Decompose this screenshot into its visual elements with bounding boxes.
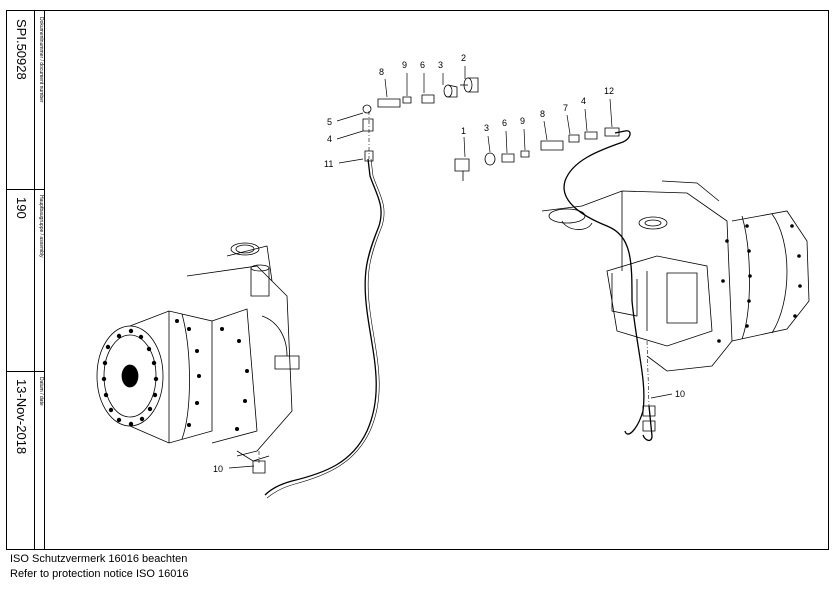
- date-label: Datum / date: [38, 377, 44, 406]
- left-motor-bolts: [101, 319, 249, 431]
- callout-1: 1: [461, 126, 466, 136]
- callout-3: 3: [438, 60, 443, 70]
- protection-notice-german: ISO Schutzvermerk 16016 beachten: [10, 553, 188, 565]
- leader-lines: [228, 66, 673, 469]
- callout-5: 5: [327, 117, 332, 127]
- exploded-view-drawing: 2 3 6 9 8 5 4 11 1 3 6 9 8 7 4 12 10 10: [96, 53, 810, 499]
- fittings-row-upper: [362, 77, 479, 162]
- callout-11: 11: [324, 159, 333, 169]
- callout-6: 6: [502, 118, 507, 128]
- assembly-number: 190: [14, 197, 29, 219]
- callout-10: 10: [213, 464, 223, 474]
- callout-3: 3: [484, 123, 489, 133]
- date: 13-Nov-2018: [14, 379, 29, 455]
- hydraulic-lines: [264, 130, 653, 499]
- callout-labels: 2 3 6 9 8 5 4 11 1 3 6 9 8 7 4 12 10 10: [213, 53, 685, 474]
- callout-8: 8: [379, 67, 384, 77]
- left-drive-motor-drawing: [96, 242, 300, 462]
- doc-number-label: Dokumentnummer / document number: [38, 17, 44, 103]
- drawing-frame: Dokumentnummer / document number SPI.509…: [6, 10, 829, 550]
- fittings-row-lower: [252, 127, 656, 474]
- assembly-label: Hauptbaugruppe / assembly: [38, 195, 44, 258]
- title-block: Dokumentnummer / document number SPI.509…: [7, 11, 45, 549]
- callout-4: 4: [327, 134, 332, 144]
- callout-2: 2: [461, 53, 466, 63]
- protection-notice-english: Refer to protection notice ISO 16016: [10, 568, 189, 580]
- callout-12: 12: [604, 86, 614, 96]
- callout-6: 6: [420, 60, 425, 70]
- callout-4: 4: [581, 96, 586, 106]
- right-drive-motor-drawing: [541, 180, 810, 372]
- callout-9: 9: [520, 116, 525, 126]
- doc-number: SPI.50928: [14, 19, 29, 80]
- title-block-divider: [34, 11, 35, 549]
- callout-10: 10: [675, 389, 685, 399]
- title-block-separator: [7, 371, 45, 372]
- callout-8: 8: [540, 109, 545, 119]
- callout-7: 7: [563, 103, 568, 113]
- center-lines: [258, 111, 650, 463]
- title-block-separator: [7, 189, 45, 190]
- right-motor-bolts: [717, 224, 802, 343]
- callout-9: 9: [402, 60, 407, 70]
